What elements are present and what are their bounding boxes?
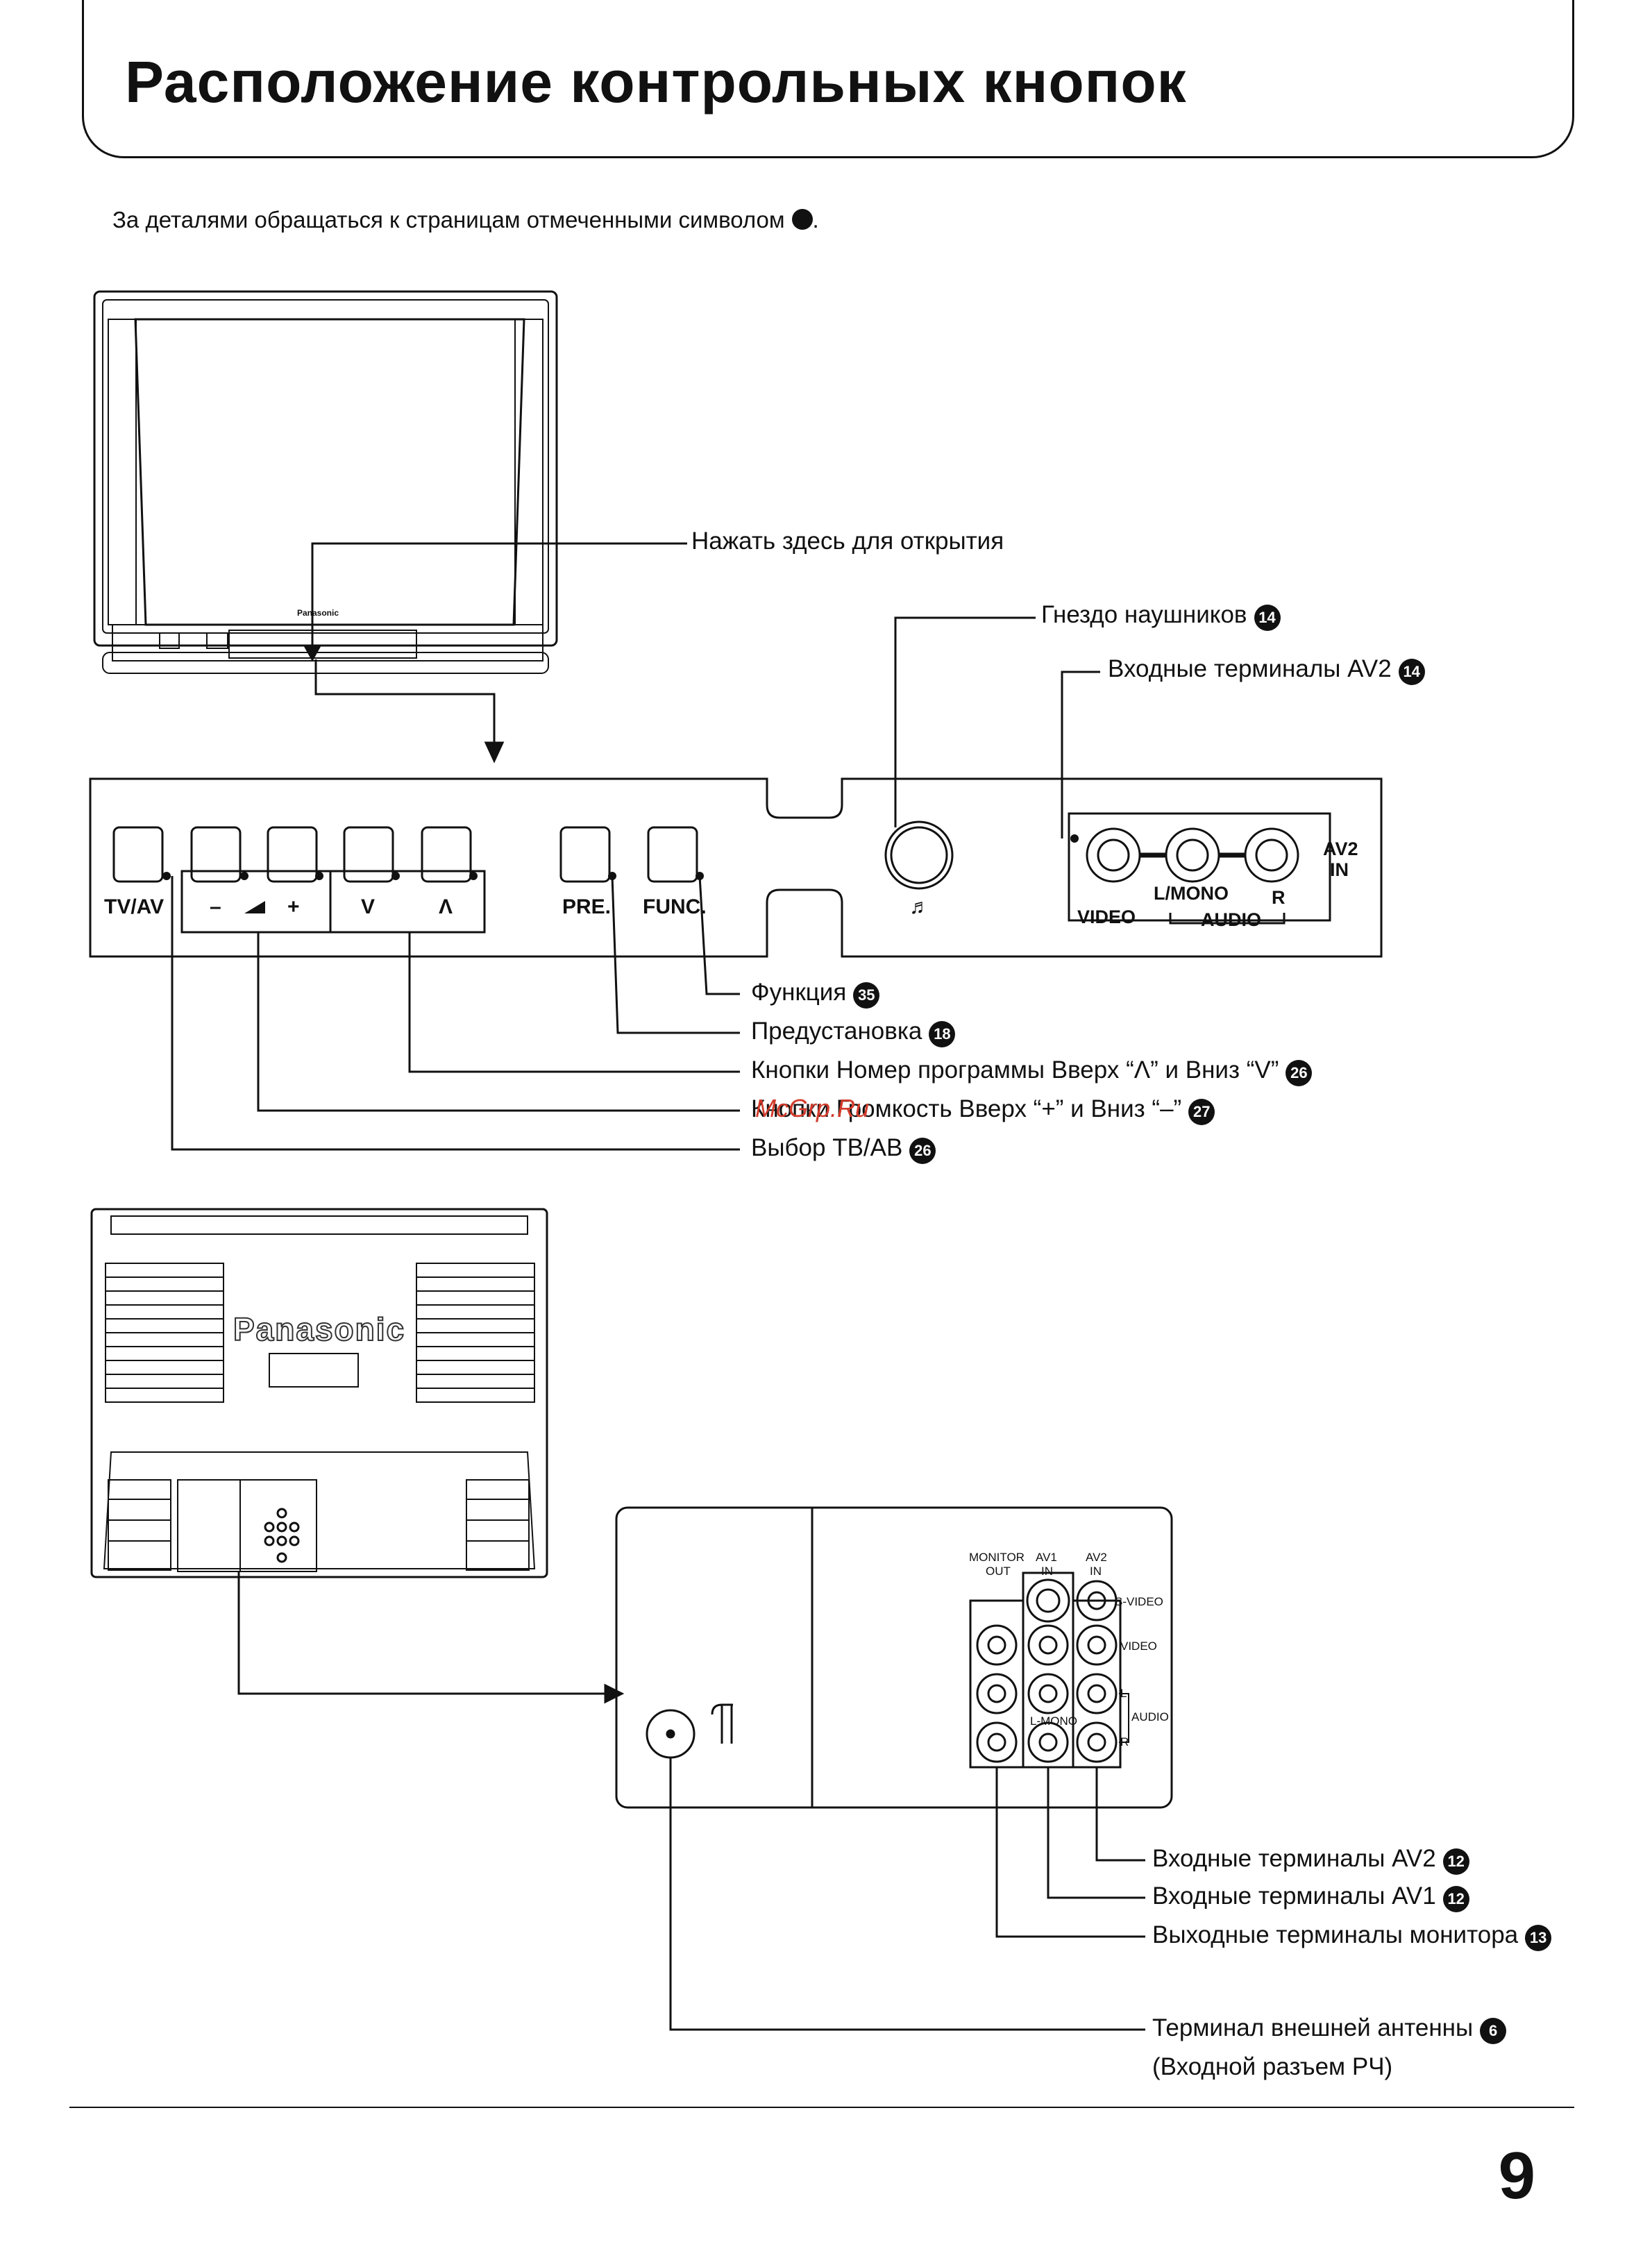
- av2-front-callout-text: Входные терминалы AV2: [1108, 655, 1392, 682]
- tvav-label: TV/AV: [104, 895, 165, 918]
- jack-av2-label: AV2: [1323, 838, 1358, 859]
- vol-plus-label: +: [287, 895, 300, 918]
- headphone-page-badge: 14: [1254, 605, 1281, 631]
- panel-dots: [162, 834, 1079, 880]
- jack-r-label: R: [1272, 887, 1286, 908]
- callout-programme: Кнопки Номер программы Вверх “Λ” и Вниз …: [751, 1056, 1313, 1086]
- rear-tv-drawing: [90, 1208, 548, 1578]
- callout-volume: Кнопки Громкость Вверх “+” и Вниз “–”27: [751, 1095, 1215, 1125]
- title-frame: [82, 0, 1574, 158]
- pre-label: PRE.: [562, 895, 612, 918]
- callout-volume-text: Кнопки Громкость Вверх “+” и Вниз “–”: [751, 1095, 1182, 1122]
- callout-volume-page: 27: [1188, 1099, 1215, 1125]
- ch-down-label: V: [361, 895, 376, 918]
- watermark: McGrp.Ru: [755, 1094, 870, 1122]
- rear-lmono-label: L-MONO: [1030, 1714, 1077, 1728]
- panel-leader-lines: [171, 616, 1100, 1151]
- rear-r-label: R: [1120, 1735, 1129, 1748]
- ch-up-label: Λ: [439, 895, 453, 918]
- svideo-label: S-VIDEO: [1115, 1595, 1163, 1608]
- callout-av1-rear-page: 12: [1442, 1886, 1469, 1912]
- rear-vent-pattern: [106, 1276, 534, 1542]
- vol-minus-label: –: [210, 895, 221, 918]
- monitor-out-label-2: OUT: [986, 1565, 1011, 1578]
- callout-function-page: 35: [853, 982, 880, 1009]
- rear-leader-lines: [669, 1758, 1145, 2031]
- av1-label-1: AV1: [1036, 1551, 1057, 1564]
- intro-note: За деталями обращаться к страницам отмеч…: [112, 207, 819, 233]
- rear-audio-label: AUDIO: [1131, 1710, 1169, 1723]
- jack-video-label: VIDEO: [1077, 907, 1136, 927]
- volume-icon: [244, 901, 265, 913]
- rear-l-label: L: [1120, 1687, 1127, 1700]
- front-leader-lines: [303, 542, 687, 764]
- callout-programme-page: 26: [1286, 1060, 1313, 1086]
- jack-audio-label: AUDIO: [1201, 909, 1261, 930]
- page-number: 9: [1498, 2139, 1535, 2213]
- intro-text: За деталями обращаться к страницам отмеч…: [112, 207, 785, 233]
- callout-preset: Предустановка 18: [751, 1018, 956, 1047]
- callout-antenna-sub: (Входной разъем РЧ): [1152, 2053, 1393, 2080]
- callout-tvav-text: Выбор ТВ/АВ: [751, 1134, 903, 1161]
- headphone-callout-text: Гнездо наушников: [1041, 601, 1247, 628]
- func-label: FUNC.: [643, 895, 707, 918]
- av2-front-page-badge: 14: [1398, 659, 1425, 685]
- callout-monitor-out-page: 13: [1525, 1925, 1552, 1951]
- callout-preset-page: 18: [929, 1021, 956, 1047]
- intro-suffix: .: [812, 207, 819, 233]
- callout-monitor-out-text: Выходные терминалы монитора: [1152, 1921, 1519, 1948]
- rear-video-label: VIDEO: [1120, 1640, 1157, 1653]
- headphone-callout: Гнездо наушников 14: [1041, 601, 1281, 631]
- callout-tvav-page: 26: [909, 1138, 936, 1164]
- av2-rear-label-2: IN: [1090, 1565, 1102, 1578]
- callout-av2-rear-page: 12: [1442, 1848, 1469, 1875]
- callout-av1-rear-text: Входные терминалы AV1: [1152, 1882, 1436, 1910]
- bullet-symbol-icon: [791, 209, 813, 230]
- page-title: Расположение контрольных кнопок: [125, 49, 1187, 115]
- av1-label-2: IN: [1041, 1565, 1053, 1578]
- monitor-out-label-1: MONITOR: [969, 1551, 1025, 1564]
- jack-in-label: IN: [1330, 859, 1349, 880]
- av2-rear-label-1: AV2: [1086, 1551, 1107, 1564]
- callout-function-text: Функция: [751, 979, 847, 1006]
- callout-antenna-page: 6: [1480, 2018, 1507, 2044]
- callout-preset-text: Предустановка: [751, 1018, 922, 1045]
- rear-terminal-panel: [615, 1506, 1173, 1809]
- headphone-icon: ♬: [909, 895, 930, 918]
- front-tv-drawing: [93, 290, 558, 674]
- control-panel-drawing: [89, 777, 1383, 958]
- rear-leader-line: [237, 1571, 625, 1704]
- jack-lmono-label: L/MONO: [1154, 883, 1229, 904]
- front-brand-logo: Panasonic: [297, 608, 339, 618]
- callout-programme-text: Кнопки Номер программы Вверх “Λ” и Вниз …: [751, 1056, 1279, 1084]
- rear-brand-logo: Panasonic: [233, 1310, 406, 1348]
- callout-antenna-text: Терминал внешней антенны: [1152, 2014, 1474, 2041]
- callout-av2-rear-text: Входные терминалы AV2: [1152, 1845, 1436, 1872]
- open-label: Нажать здесь для открытия: [691, 528, 1004, 555]
